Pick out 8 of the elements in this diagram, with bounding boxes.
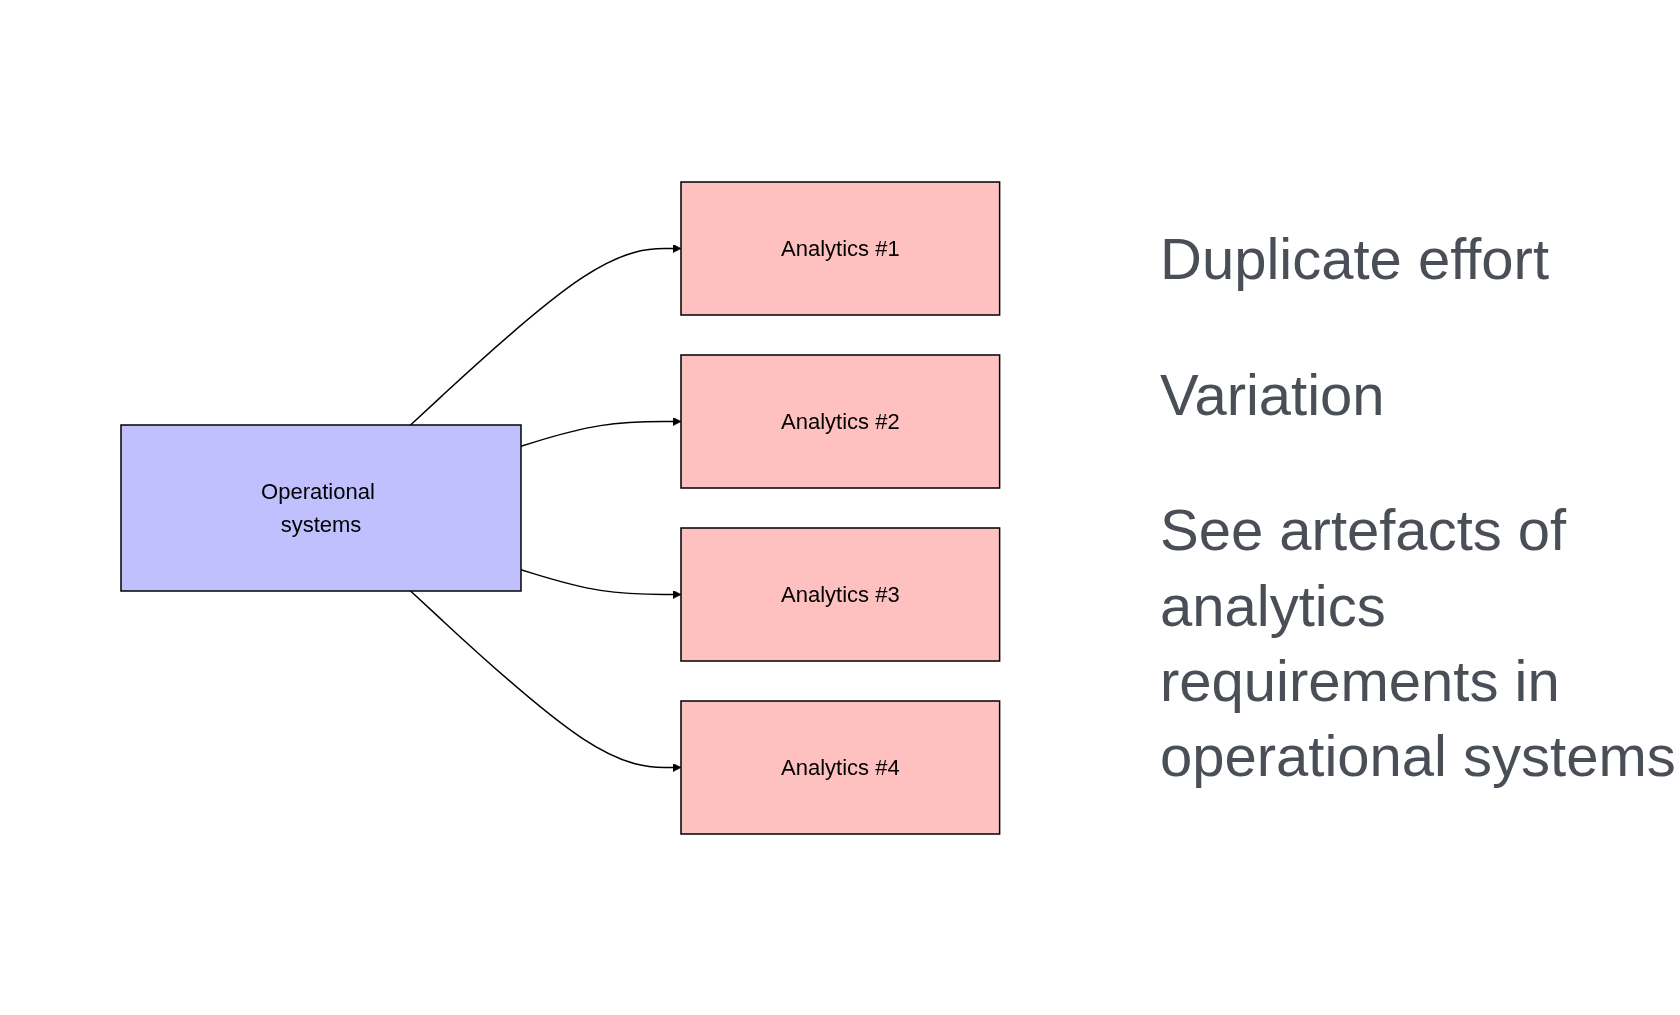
node-box: Analytics #4 xyxy=(679,699,1001,835)
node-box: Analytics #1 xyxy=(679,180,1001,316)
node-box: Analytics #2 xyxy=(679,353,1001,489)
note-text: Duplicate effort xyxy=(1160,225,1551,294)
note-text: See artefacts of analytics requirements in operational systems xyxy=(1160,496,1677,791)
node-box: Operational systems xyxy=(119,423,522,592)
note-text: Variation xyxy=(1160,360,1386,429)
node-box: Analytics #3 xyxy=(679,526,1001,662)
